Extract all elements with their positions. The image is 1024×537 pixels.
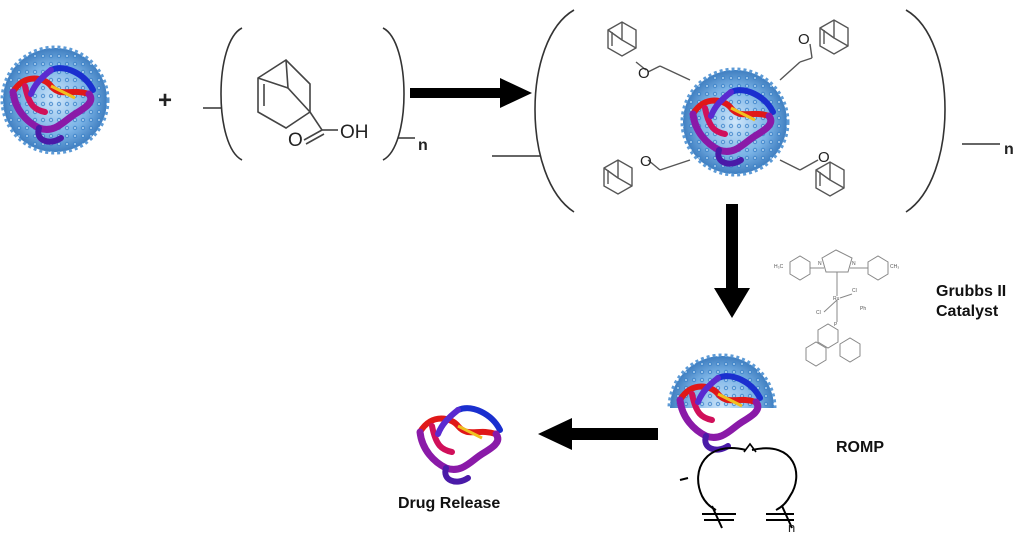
- ketone-o-3: O: [640, 153, 652, 170]
- cat-ru: Ru: [833, 296, 840, 302]
- norbornene-acid: [257, 58, 338, 145]
- carbonyl-oxygen: O: [288, 130, 303, 151]
- ketone-o-2: O: [798, 31, 810, 48]
- starting-nanoparticle: [0, 45, 110, 155]
- catalyst-label-line1: Grubbs II: [936, 283, 1007, 300]
- norbornene-1: [607, 21, 637, 57]
- monomer-bracket: [203, 27, 415, 161]
- released-drug: [420, 408, 500, 481]
- romp-polymer: [679, 442, 798, 529]
- catalyst-label-line2: Catalyst: [936, 303, 999, 320]
- norbornene-3: [603, 159, 633, 195]
- subscript-n-polymer: n: [788, 520, 795, 535]
- cat-cl-left: Cl: [816, 310, 821, 316]
- hydroxyl-group: OH: [340, 122, 369, 143]
- drug-release-label: Drug Release: [398, 495, 501, 512]
- subscript-n-monomer: n: [418, 137, 428, 154]
- grubbs-catalyst-structure: [789, 249, 889, 367]
- cat-ph: Ph: [860, 306, 866, 312]
- plus-sign: +: [158, 87, 172, 114]
- ketone-o-1: O: [638, 65, 650, 82]
- cat-n-right: N: [852, 261, 856, 267]
- product-bracket: [492, 9, 1000, 213]
- romp-nanoparticle: [667, 353, 777, 461]
- cat-n-left: N: [818, 261, 822, 267]
- romp-label: ROMP: [836, 439, 884, 456]
- arrow-down: [714, 204, 750, 318]
- cat-cl-top: Cl: [852, 288, 857, 294]
- ketone-o-4: O: [818, 149, 830, 166]
- norbornene-4: [815, 161, 845, 197]
- arrow-left: [538, 418, 658, 450]
- norbornene-2: [819, 19, 849, 55]
- cat-me-right: CH₃: [890, 264, 899, 270]
- arrow-right: [410, 78, 532, 108]
- cat-me-left: H₃C: [774, 264, 784, 270]
- cat-p: P: [834, 322, 838, 328]
- functionalized-nanoparticle: [680, 67, 790, 177]
- subscript-n-product: n: [1004, 141, 1014, 158]
- norbornene-linkers: [635, 43, 819, 171]
